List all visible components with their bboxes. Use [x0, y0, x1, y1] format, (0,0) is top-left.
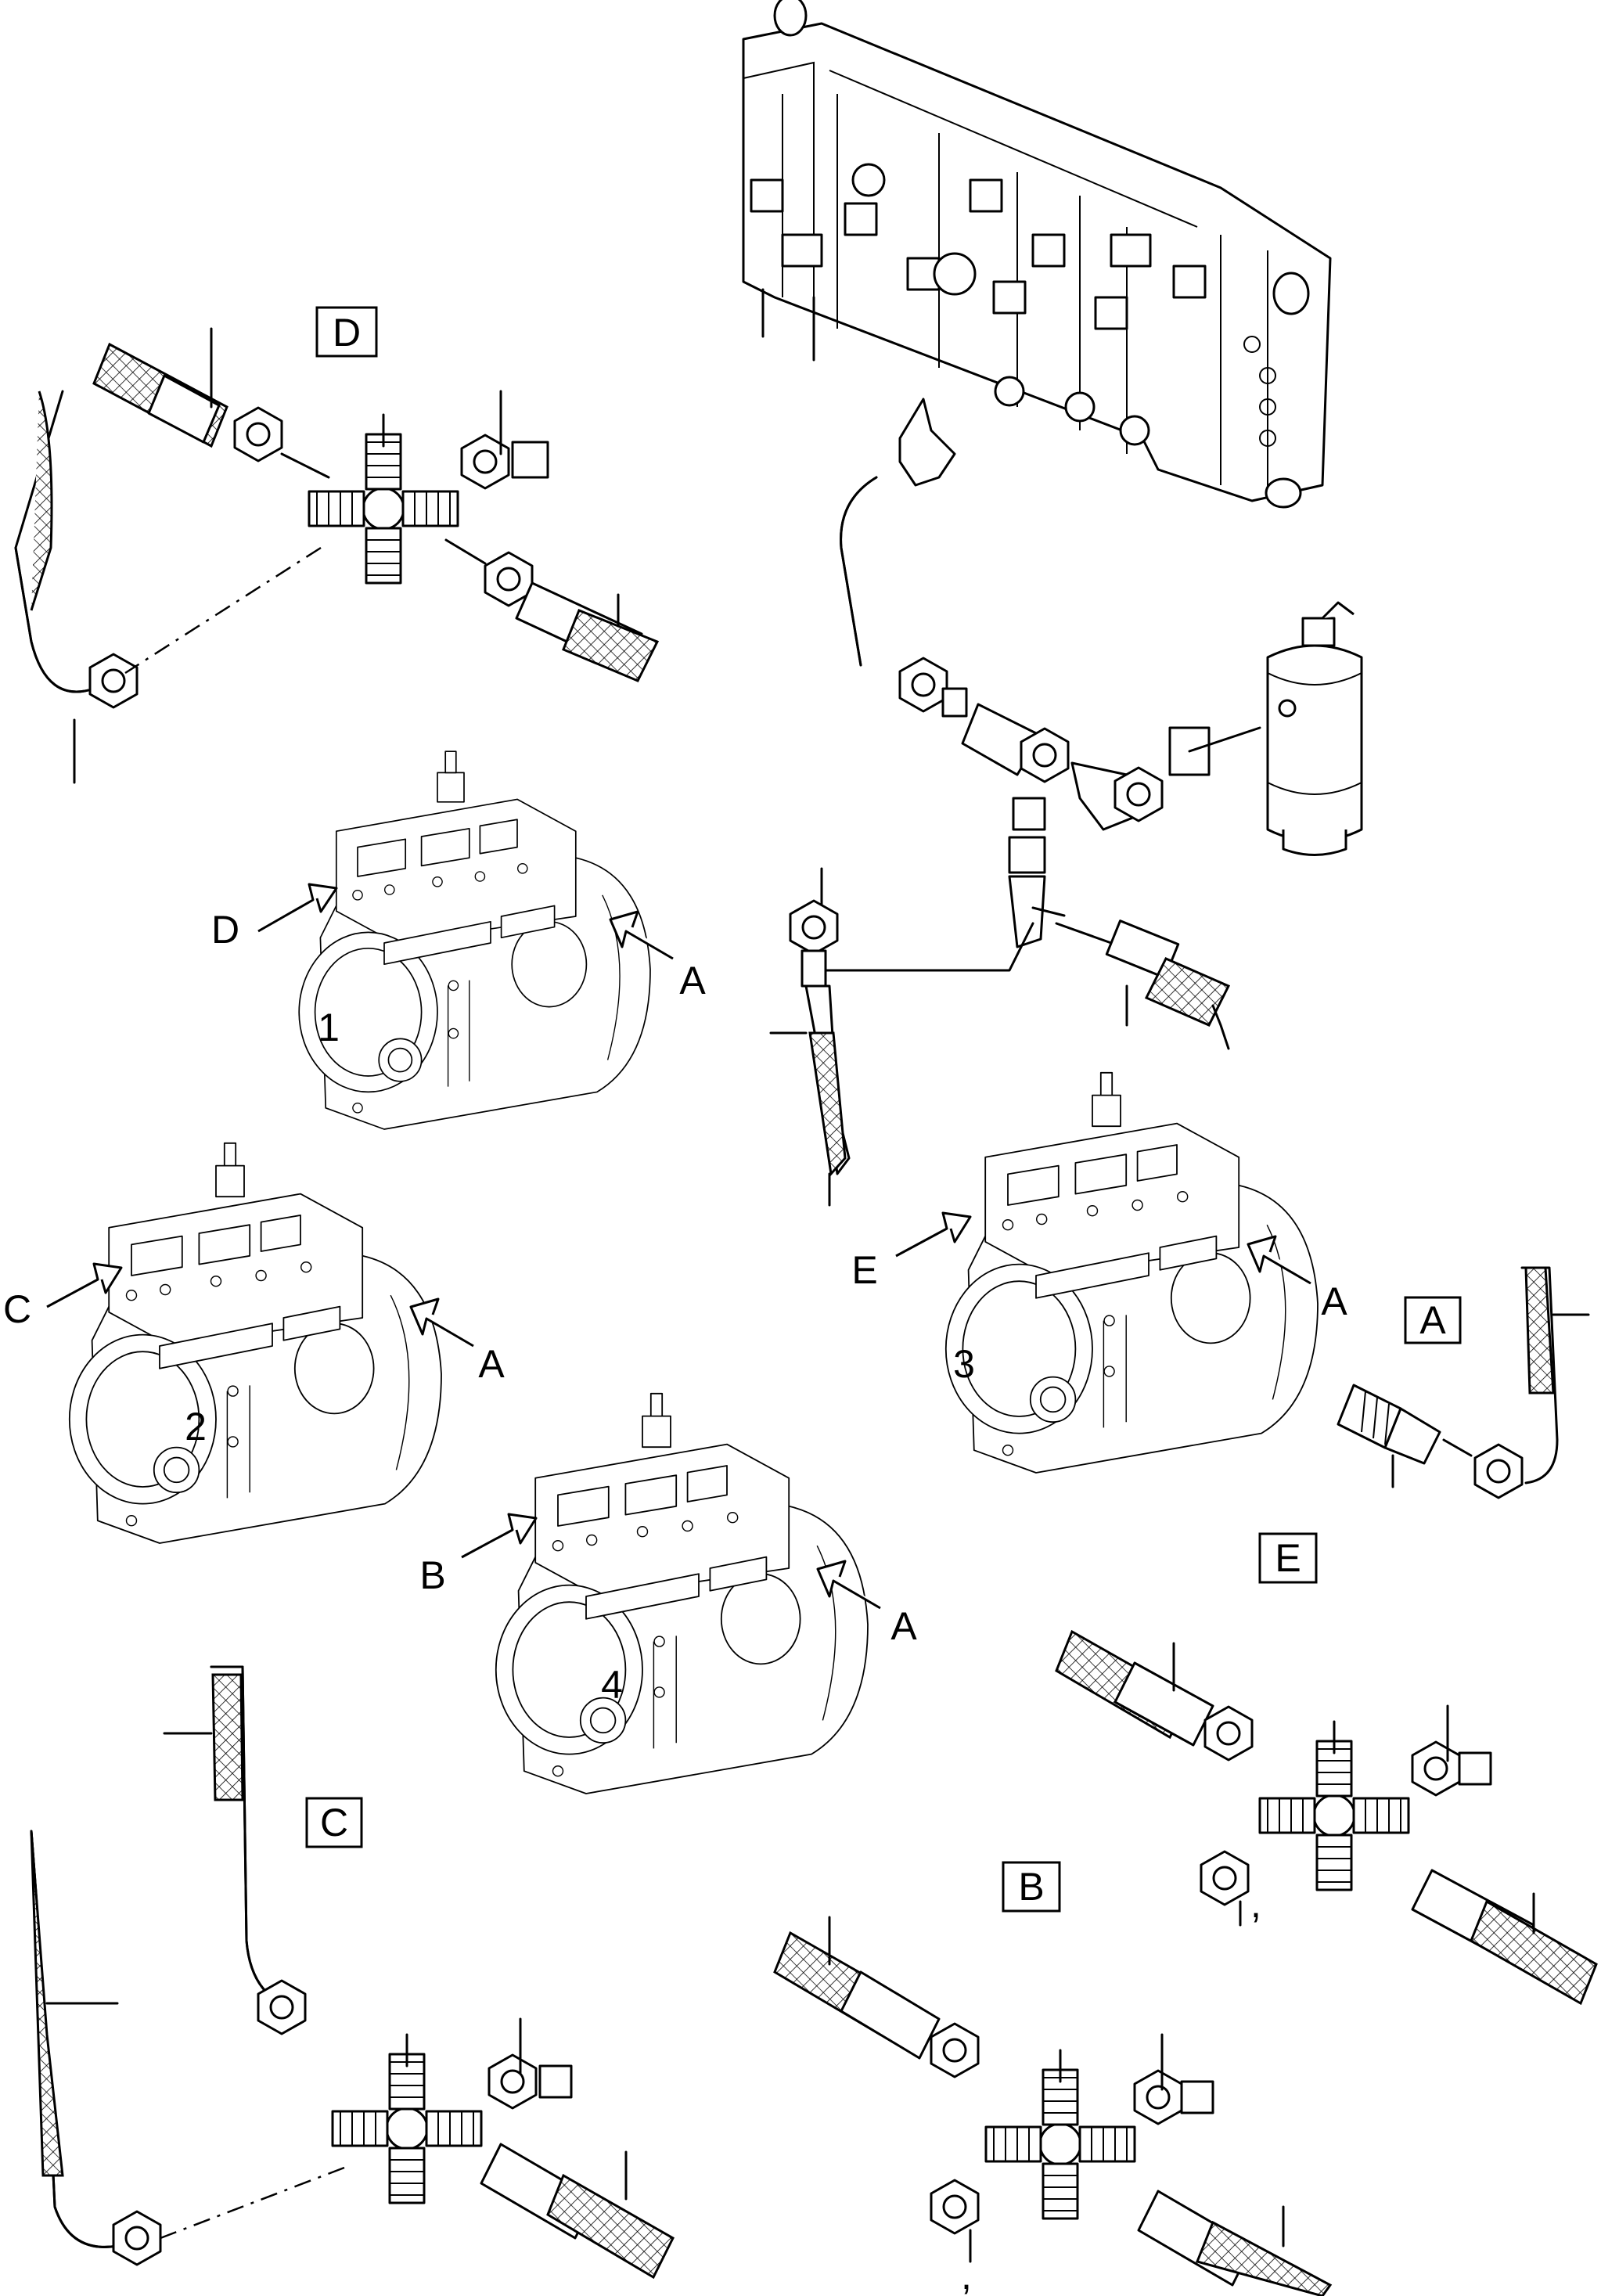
pump-1-arrow-a [609, 910, 674, 960]
detail-a: A [1337, 1266, 1590, 1499]
detail-a-label: A [1419, 1298, 1446, 1342]
detail-b-box [1002, 1861, 1061, 1913]
detail-c-box [305, 1797, 363, 1848]
pump-4 [495, 1392, 869, 1794]
pump-2-arrow-label-c: C [3, 1287, 31, 1331]
pump-2-number: 2 [185, 1405, 207, 1448]
detail-d: D [14, 306, 660, 784]
detail-c: C [30, 1665, 675, 2280]
pump-4-arrow-label-b: B [419, 1553, 445, 1597]
control-valve-manifold [742, 0, 1332, 509]
pump-1-arrow-d [257, 883, 338, 933]
detail-d-box [315, 306, 378, 358]
pump-2-arrow-label-a: A [478, 1342, 505, 1386]
detail-d-label: D [333, 311, 361, 354]
detail-b-label: B [1018, 1865, 1044, 1909]
detail-e-label: E [1275, 1536, 1301, 1580]
pump-2-arrow-c [46, 1262, 123, 1308]
pump-3-arrow-label-a: A [1321, 1279, 1347, 1323]
pump-3-arrow-e [895, 1211, 972, 1258]
pump-2-arrow-a [409, 1297, 474, 1348]
detail-a-box [1404, 1296, 1462, 1344]
detail-c-label: C [320, 1801, 348, 1844]
detail-b: B , [773, 1861, 1333, 2296]
detail-e-tick-mark: , [1250, 1882, 1261, 1926]
pump-4-number: 4 [601, 1663, 623, 1707]
return-hose [769, 899, 851, 1207]
pump-3 [944, 1071, 1319, 1474]
detail-e: E , [1055, 1532, 1598, 2006]
pump-4-arrow-b [461, 1513, 538, 1559]
detail-b-tick-mark: , [961, 2254, 972, 2296]
drain-hose-assembly [820, 476, 1261, 1050]
filter-housing [1266, 601, 1363, 856]
pump-1 [298, 750, 651, 1130]
pump-3-number: 3 [953, 1342, 975, 1386]
pump-1-arrow-label-a: A [679, 959, 706, 1002]
pump-2 [68, 1142, 442, 1544]
pump-1-number: 1 [318, 1006, 340, 1049]
pump-1-arrow-label-d: D [211, 908, 239, 952]
pump-3-arrow-a [1247, 1235, 1311, 1285]
pump-3-arrow-label-e: E [851, 1248, 877, 1292]
pump-4-arrow-a [816, 1560, 881, 1610]
pump-4-arrow-label-a: A [890, 1604, 917, 1648]
detail-e-box [1258, 1532, 1318, 1584]
